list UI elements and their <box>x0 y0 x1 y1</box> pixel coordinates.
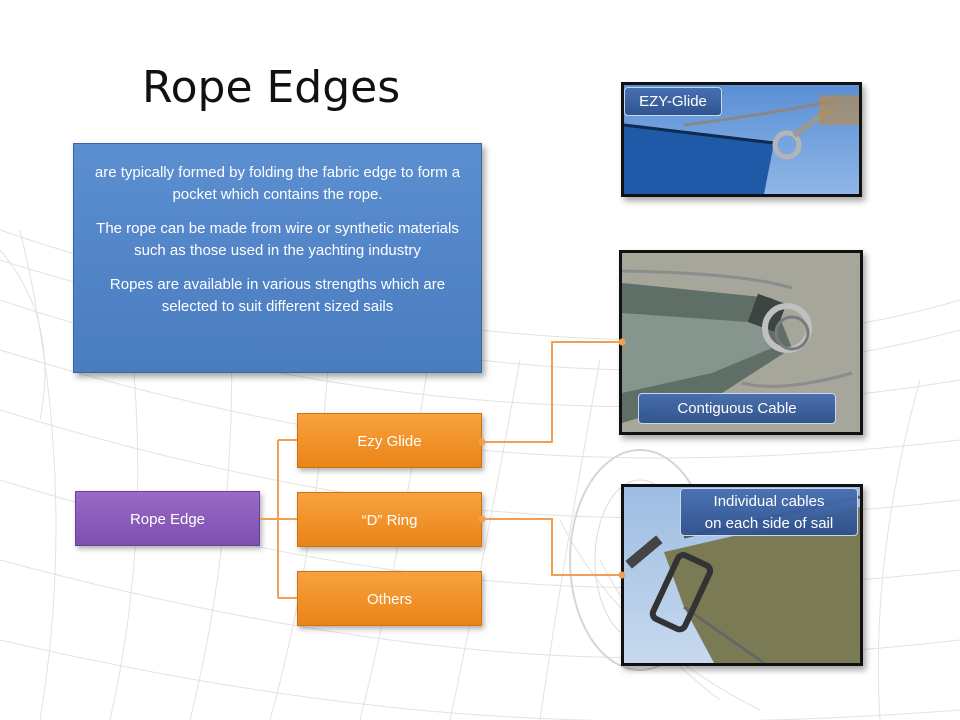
individual-cables-caption-line: on each side of sail <box>704 515 834 532</box>
page-title: Rope Edges <box>142 62 401 113</box>
description-paragraph: are typically formed by folding the fabr… <box>94 164 461 203</box>
child-node-ezy-glide: Ezy Glide <box>297 413 482 468</box>
description-box: are typically formed by folding the fabr… <box>73 143 482 373</box>
ezy-glide-caption: EZY-Glide <box>624 87 722 116</box>
description-paragraph: The rope can be made from wire or synthe… <box>96 220 459 259</box>
description-paragraph: Ropes are available in various strengths… <box>109 276 446 315</box>
child-node-d-ring: “D” Ring <box>297 492 482 547</box>
individual-cables-caption-line: Individual cables <box>713 493 825 510</box>
individual-cables-caption: Individual cables on each side of sail <box>680 488 858 536</box>
root-node-rope-edge: Rope Edge <box>75 491 260 546</box>
child-node-others: Others <box>297 571 482 626</box>
contiguous-cable-caption: Contiguous Cable <box>638 393 836 424</box>
